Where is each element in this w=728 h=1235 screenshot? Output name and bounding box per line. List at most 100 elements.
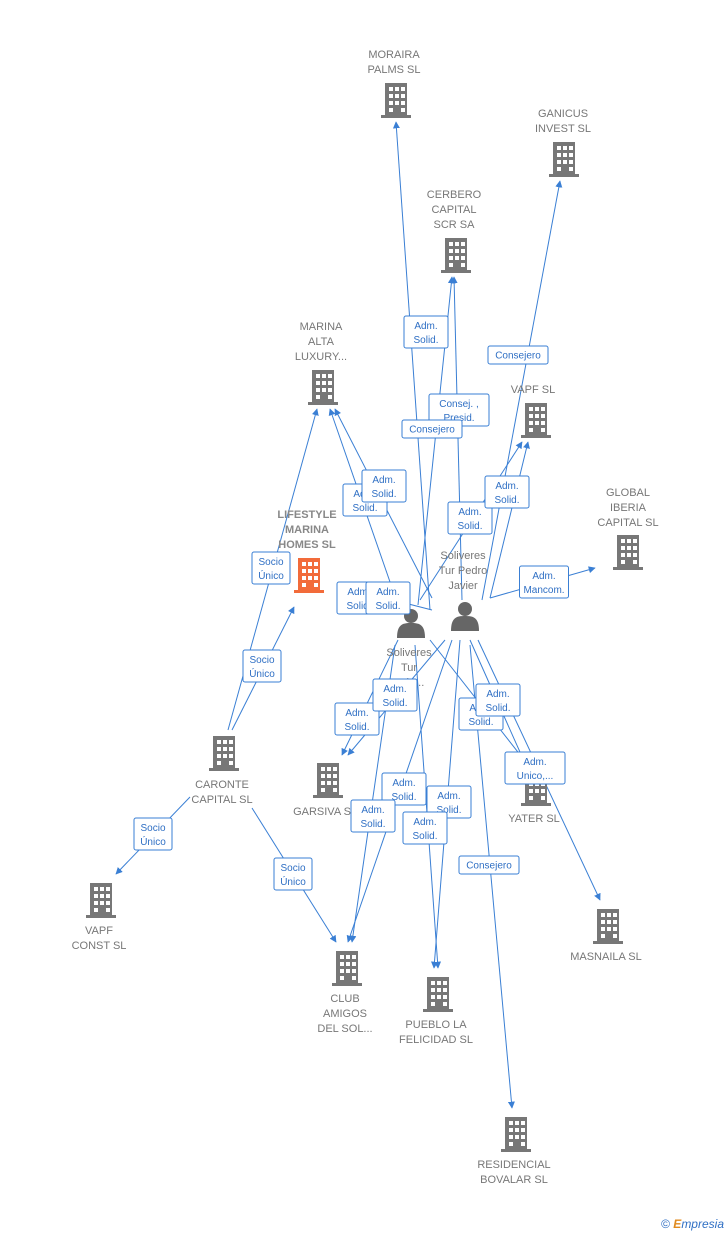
node-label-line: AMIGOS bbox=[323, 1008, 367, 1020]
relationship-label[interactable]: Adm.Unico,... bbox=[504, 751, 566, 785]
copyright-symbol: © bbox=[661, 1217, 670, 1231]
relationship-label-text: Solid. bbox=[375, 601, 400, 612]
relationship-label-text: Solid. bbox=[494, 495, 519, 506]
building-icon bbox=[86, 883, 116, 918]
relationship-label[interactable]: Consejero bbox=[487, 345, 549, 365]
building-icon bbox=[332, 951, 362, 986]
node-label-line: PUEBLO LA bbox=[405, 1019, 467, 1031]
relationship-label-text: Adm. bbox=[532, 571, 555, 582]
building-icon bbox=[209, 736, 239, 771]
relationship-label-text: Solid. bbox=[346, 601, 371, 612]
node-label-line: CAPITAL SL bbox=[597, 517, 658, 529]
node-label-line: FELICIDAD SL bbox=[399, 1034, 473, 1046]
relationship-label[interactable]: Consejero bbox=[401, 419, 463, 439]
relationship-label-text: Consejero bbox=[409, 425, 455, 436]
relationship-label-text: Presid. bbox=[443, 413, 474, 424]
relationship-label-text: Socio bbox=[249, 655, 274, 666]
relationship-label[interactable]: Adm.Solid. bbox=[447, 501, 493, 535]
relationship-label-text: Adm. bbox=[376, 587, 399, 598]
building-icon bbox=[308, 370, 338, 405]
relationship-label-text: Solid. bbox=[457, 521, 482, 532]
relationship-label-text: Solid. bbox=[413, 335, 438, 346]
node-label-line: CERBERO bbox=[427, 189, 482, 201]
relationship-label[interactable]: Adm.Solid. bbox=[350, 799, 396, 833]
relationship-label-box bbox=[251, 551, 291, 585]
relationship-label-box bbox=[372, 678, 418, 712]
relationship-label-box bbox=[447, 501, 493, 535]
person-icon bbox=[451, 602, 479, 631]
relationship-label-text: Adm. bbox=[345, 708, 368, 719]
node-yater[interactable]: YATER SL bbox=[508, 771, 560, 825]
relationship-label-text: Adm. bbox=[347, 587, 370, 598]
node-label-line: GARSIVA S bbox=[293, 806, 351, 818]
node-label-line: HOMES SL bbox=[278, 539, 336, 551]
relationship-label-text: Adm. bbox=[392, 778, 415, 789]
node-soliveres-tur[interactable]: SoliveresTur...do... bbox=[386, 609, 432, 689]
relationship-label-text: Consejero bbox=[466, 861, 512, 872]
relationship-label-text: Solid. bbox=[485, 703, 510, 714]
node-vapf[interactable]: VAPF SL bbox=[511, 384, 555, 438]
relationship-label-text: Adm. bbox=[437, 791, 460, 802]
relationship-label[interactable]: Adm.Solid. bbox=[381, 772, 427, 806]
relationship-label-text: Adm. bbox=[495, 481, 518, 492]
relationship-label-box bbox=[426, 785, 472, 819]
node-pueblo[interactable]: PUEBLO LA FELICIDAD SL bbox=[399, 977, 473, 1046]
node-label-line: SCR SA bbox=[434, 219, 476, 231]
relationship-label[interactable]: Consej. ,Presid. bbox=[428, 393, 490, 427]
node-label-line: DEL SOL... bbox=[317, 1023, 372, 1035]
relationship-label[interactable]: Adm.Solid. bbox=[402, 811, 448, 845]
relationship-label[interactable]: Consejero bbox=[458, 855, 520, 875]
relationship-label[interactable]: Adm. Solid. bbox=[484, 475, 530, 509]
relationship-label-text: Único bbox=[280, 875, 306, 888]
relationship-label[interactable]: Adm.Solid. bbox=[372, 678, 418, 712]
node-label-line: MARINA bbox=[285, 524, 329, 536]
node-label-line: Javier bbox=[448, 580, 478, 592]
building-icon bbox=[521, 403, 551, 438]
relationship-label-text: Solid. bbox=[352, 503, 377, 514]
node-label-line: INVEST SL bbox=[535, 123, 591, 135]
relationship-label-text: Solid. bbox=[360, 819, 385, 830]
relationship-label-text: Solid. bbox=[436, 805, 461, 816]
building-icon bbox=[593, 909, 623, 944]
building-icon bbox=[294, 558, 324, 593]
node-label-line: Tur Pedro bbox=[439, 565, 488, 577]
node-label-line: CAPITAL SL bbox=[191, 794, 252, 806]
relationship-label-text: Consejero bbox=[495, 351, 541, 362]
relationship-label[interactable]: Adm. Solid. bbox=[426, 785, 472, 819]
relationship-label[interactable]: Adm. Solid. bbox=[365, 581, 411, 615]
relationship-label-box bbox=[133, 817, 173, 851]
relationship-label[interactable]: Adm.Solid. bbox=[475, 683, 521, 717]
relationship-label-box bbox=[519, 565, 569, 599]
node-label-line: GLOBAL bbox=[606, 487, 650, 499]
relationship-label[interactable]: Adm.Solid. bbox=[334, 702, 380, 736]
relationship-label-box bbox=[401, 419, 463, 439]
edge-soliveres_pedro-to-vapf bbox=[489, 441, 530, 599]
node-masnaila[interactable]: MASNAILA SL bbox=[570, 909, 642, 963]
relationship-label-text: Unico,... bbox=[517, 771, 554, 782]
node-garsiva[interactable]: GARSIVA S bbox=[293, 763, 351, 818]
relationship-label[interactable]: Adm.Solid. bbox=[361, 469, 407, 503]
relationship-label-box bbox=[504, 751, 566, 785]
relationship-label-text: Adm. bbox=[414, 321, 437, 332]
node-label-line: YATER SL bbox=[508, 813, 560, 825]
relationship-label-box bbox=[361, 469, 407, 503]
node-marina-alta[interactable]: MARINAALTALUXURY... bbox=[295, 321, 347, 405]
node-label-line: Soliveres bbox=[440, 550, 486, 562]
relationship-label[interactable]: Adm.Mancom. bbox=[519, 565, 569, 599]
node-label-line: VAPF bbox=[85, 925, 113, 937]
relationship-label[interactable]: Adm. Solid. bbox=[403, 315, 449, 349]
